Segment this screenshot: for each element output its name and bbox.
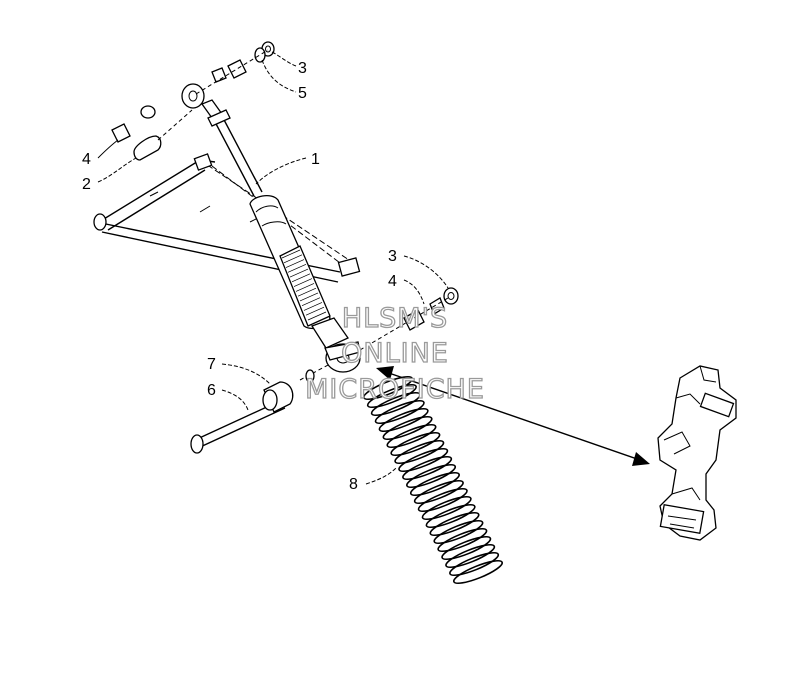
spring-coil	[413, 479, 464, 505]
washer-icon	[254, 47, 266, 63]
knurl-line	[297, 287, 317, 297]
knurl-line	[295, 283, 315, 292]
knurl-line	[305, 306, 325, 316]
spring-coil	[398, 447, 449, 473]
spring-coil	[366, 383, 417, 409]
callout-1: 1	[311, 151, 320, 168]
callout-2: 2	[82, 176, 91, 193]
watermark-line-3: MICROFICHE	[305, 374, 485, 405]
spring-coil	[429, 511, 480, 537]
knurl-line	[307, 311, 327, 321]
knurl-line	[293, 278, 313, 287]
a-arm	[93, 153, 361, 283]
coil-spring	[362, 375, 504, 585]
knurl-line	[299, 292, 319, 302]
watermark-line-1: HLSM'S	[342, 303, 448, 334]
spring-coil	[445, 543, 496, 569]
knurled-grip	[281, 249, 327, 321]
knurl-line	[291, 273, 311, 283]
lower-right-hardware	[359, 287, 459, 351]
callout-6: 6	[207, 382, 216, 399]
callout-4-lower: 4	[388, 273, 397, 290]
spring-coil	[402, 455, 453, 481]
spring-coil	[409, 471, 460, 497]
callout-7: 7	[207, 356, 216, 373]
upper-hardware	[195, 41, 275, 95]
watermark: HLSM'S ONLINE MICROFICHE	[304, 302, 485, 405]
nut-icon	[443, 287, 459, 305]
knurl-line	[301, 297, 321, 307]
watermark-line-2: ONLINE	[341, 338, 449, 369]
shock-absorber	[181, 83, 361, 373]
spring-coil	[370, 391, 421, 417]
spring-coil	[394, 439, 445, 465]
spacer-icon	[111, 123, 131, 143]
reference-arrow	[376, 366, 650, 466]
knurl-line	[285, 259, 305, 268]
spring-coil	[390, 431, 441, 457]
callout-3-upper: 3	[298, 60, 307, 77]
callout-labels: 3 5 4 2 1 3 4 7 6 8	[82, 60, 397, 493]
spring-coil	[386, 423, 437, 449]
spring-coil	[433, 519, 484, 545]
spring-coil	[437, 527, 488, 553]
spring-coil	[374, 399, 425, 425]
spring-coil	[417, 487, 468, 513]
bolt-icon	[133, 135, 162, 161]
knurl-line	[283, 254, 303, 264]
spring-coil	[406, 463, 457, 489]
spring-coil	[449, 551, 500, 577]
callout-3-lower: 3	[388, 248, 397, 265]
callout-5: 5	[298, 85, 307, 102]
spring-coil	[421, 495, 472, 521]
bushing-icon	[227, 59, 247, 79]
spindle-bracket	[657, 365, 737, 541]
spring-coil	[382, 415, 433, 441]
spring-coil	[378, 407, 429, 433]
spring-coil	[452, 559, 504, 585]
knurl-line	[289, 268, 309, 278]
upper-left-hardware	[111, 105, 193, 161]
knurl-line	[287, 263, 307, 273]
knurl-line	[303, 302, 323, 311]
callout-4-upper: 4	[82, 151, 91, 168]
lower-bolt-assembly	[190, 363, 331, 454]
spring-coil	[425, 503, 476, 529]
knurl-line	[281, 249, 301, 259]
callout-8: 8	[349, 476, 358, 493]
leader-lines	[97, 51, 449, 485]
spring-coil	[362, 375, 414, 401]
spring-coil	[441, 535, 492, 561]
